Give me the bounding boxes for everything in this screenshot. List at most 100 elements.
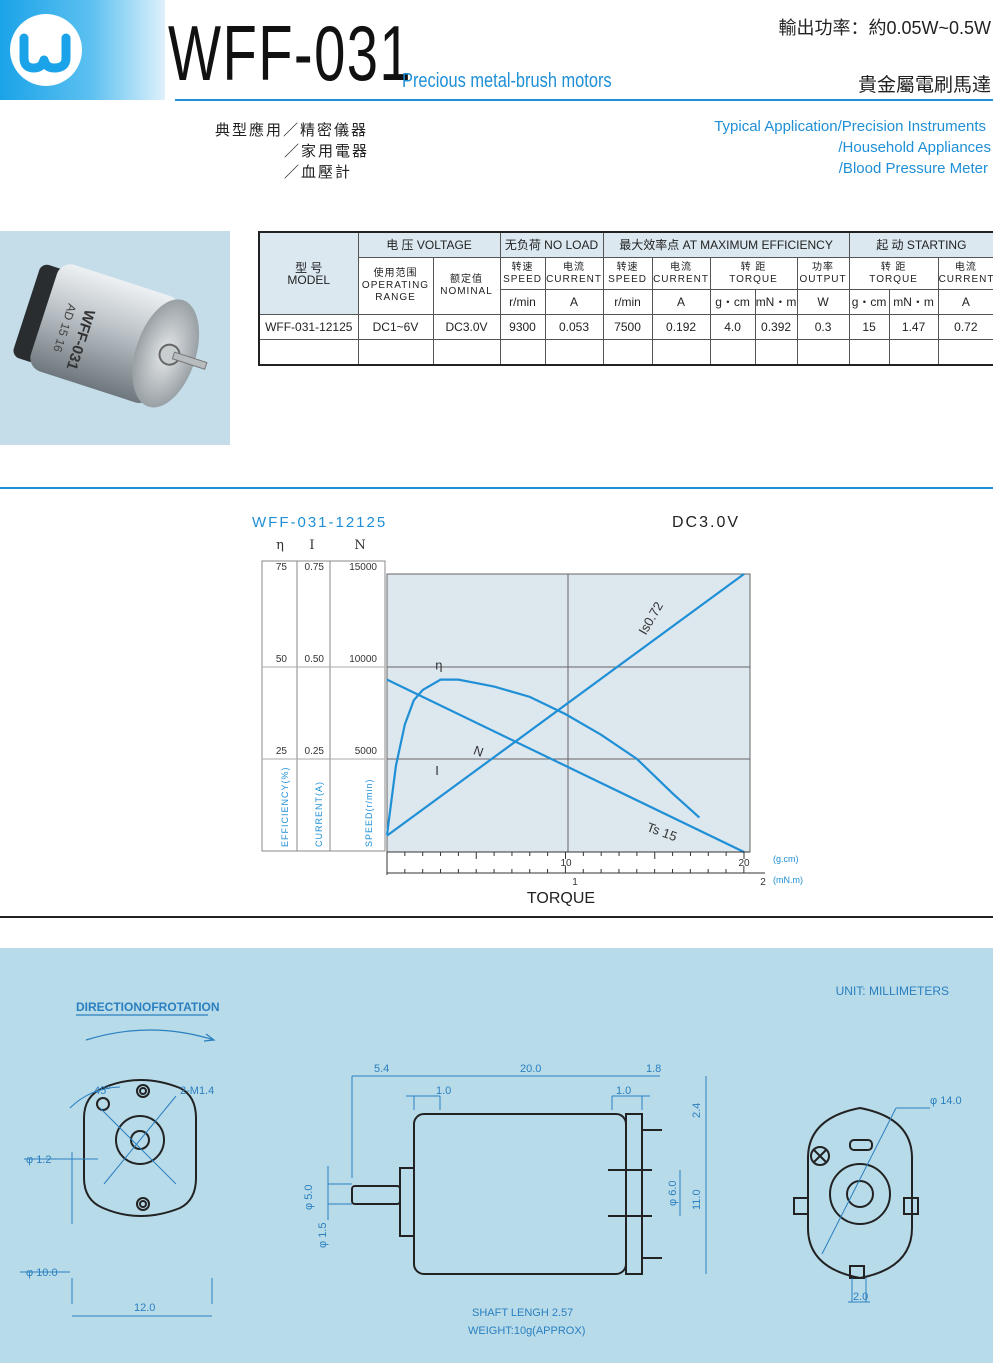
x-axis-label: TORQUE — [527, 890, 595, 907]
dimension-drawing: UNIT: MILLIMETERS DIRECTIONOFROTATION 45… — [0, 948, 993, 1363]
speed-curve — [386, 678, 745, 853]
table-cell: 0.192 — [651, 314, 711, 340]
unit-cell: W — [796, 289, 850, 315]
weight: WEIGHT:10g(APPROX) — [468, 1325, 585, 1337]
i-label: I — [435, 763, 439, 778]
eff-tick: 25 — [276, 746, 288, 757]
table-cell: 9300 — [499, 314, 546, 340]
unit-cell: A — [937, 289, 993, 315]
table-row: WFF-031-12125 DC1~6V DC3.0V 9300 0.053 7… — [258, 314, 993, 340]
dim-d100: φ 10.0 — [26, 1267, 58, 1279]
axis-symbol-eta: η — [276, 538, 284, 553]
unit-cell: r/min — [602, 289, 653, 315]
subtitle-en: Precious metal-brush motors — [402, 70, 612, 92]
dim-d110: 11.0 — [691, 1189, 703, 1210]
table-cell: 0.3 — [796, 314, 850, 340]
max-efficiency-header: 最大效率点 AT MAXIMUM EFFICIENCY — [602, 231, 850, 258]
current-axis-label: CURRENT(A) — [314, 781, 324, 847]
application-en-3: /Blood Pressure Meter — [838, 160, 988, 177]
application-en-1: Typical Application/Precision Instrument… — [714, 118, 986, 135]
unit-cell: A — [544, 289, 604, 315]
dim-d10a: 1.0 — [436, 1085, 451, 1097]
table-cell: DC1~6V — [357, 314, 434, 340]
table-cell: WFF-031-12125 — [258, 314, 359, 340]
speed-axis-label: SPEED(r/min) — [364, 778, 374, 847]
unit-cell: g・cm — [848, 289, 890, 315]
section-divider-blue — [0, 487, 993, 489]
motor-photo: WFF-031 AD 15 16 — [0, 231, 230, 445]
speed-tick: 10000 — [349, 654, 377, 665]
model-title: WFF-031 — [168, 9, 413, 97]
dim-d10b: 1.0 — [616, 1085, 631, 1097]
speed-tick: 15000 — [349, 562, 377, 573]
unit-label: UNIT: MILLIMETERS — [836, 984, 949, 998]
dim-d18: 1.8 — [646, 1063, 661, 1075]
chart-title: WFF-031-12125 — [252, 514, 387, 531]
unit-cell: r/min — [499, 289, 546, 315]
efficiency-curve — [385, 678, 701, 835]
unit-cell: mN・m — [754, 289, 798, 315]
unit-cell: g・cm — [709, 289, 756, 315]
application-cn-3: ／血壓計 — [284, 163, 353, 181]
x-tick-gcm: 20 — [738, 858, 750, 869]
unit-cell: mN・m — [888, 289, 939, 315]
current-tick: 0.75 — [305, 562, 325, 573]
table-cell: 15 — [848, 314, 890, 340]
table-cell: 0.392 — [754, 314, 798, 340]
shaft-length: SHAFT LENGH 2.57 — [472, 1307, 573, 1319]
application-cn-2: ／家用電器 — [284, 142, 370, 160]
subtitle-cn: 貴金屬電刷馬達 — [857, 75, 991, 96]
table-cell: 4.0 — [709, 314, 756, 340]
eff-tick: 75 — [276, 562, 288, 573]
header-rule — [175, 99, 993, 101]
dim-d12: φ 1.2 — [26, 1154, 51, 1166]
dim-d20: 2.0 — [853, 1291, 868, 1303]
table-cell: DC3.0V — [432, 314, 501, 340]
application-en-2: /Household Appliances — [838, 139, 991, 156]
table-cell: 1.47 — [888, 314, 939, 340]
chart-voltage-label: DC3.0V — [672, 514, 740, 531]
eta-label: η — [435, 657, 442, 672]
dim-d200: 20.0 — [520, 1063, 541, 1075]
table-cell: 0.72 — [937, 314, 993, 340]
section-divider-black — [0, 916, 993, 918]
logo-icon — [10, 14, 82, 86]
dim-d140: φ 14.0 — [930, 1095, 962, 1107]
dim-angle: 45° — [94, 1085, 111, 1097]
current-tick: 0.50 — [305, 654, 325, 665]
axis-symbol-current: I — [309, 538, 314, 553]
chart-svg: WFF-031-12125 DC3.0V η I N 75 50 25 0.75… — [252, 514, 803, 907]
eff-tick: 50 — [276, 654, 288, 665]
dim-d60: φ 6.0 — [667, 1181, 679, 1206]
dim-d50: φ 5.0 — [303, 1185, 315, 1210]
speed-tick: 5000 — [355, 746, 378, 757]
table-cell: 7500 — [602, 314, 653, 340]
dim-d15: φ 1.5 — [317, 1223, 329, 1248]
no-load-header: 无负荷 NO LOAD — [499, 231, 604, 258]
current-tick: 0.25 — [305, 746, 325, 757]
dim-d24: 2.4 — [691, 1103, 703, 1118]
dim-d54: 5.4 — [374, 1063, 389, 1075]
power-range: 輸出功率：約0.05W~0.5W — [778, 18, 991, 38]
unit-cell: A — [651, 289, 711, 315]
eff-axis-label: EFFICIENCY(%) — [280, 767, 290, 848]
x-unit-mnm: (mN.m) — [773, 875, 803, 885]
performance-chart: WFF-031-12125 DC3.0V η I N 75 50 25 0.75… — [240, 505, 820, 915]
dim-screw: 2-M1.4 — [180, 1085, 214, 1097]
table-cell: 0.053 — [544, 314, 604, 340]
x-tick-gcm: 10 — [560, 858, 572, 869]
current-curve — [386, 573, 745, 837]
x-unit-gcm: (g.cm) — [773, 854, 799, 864]
